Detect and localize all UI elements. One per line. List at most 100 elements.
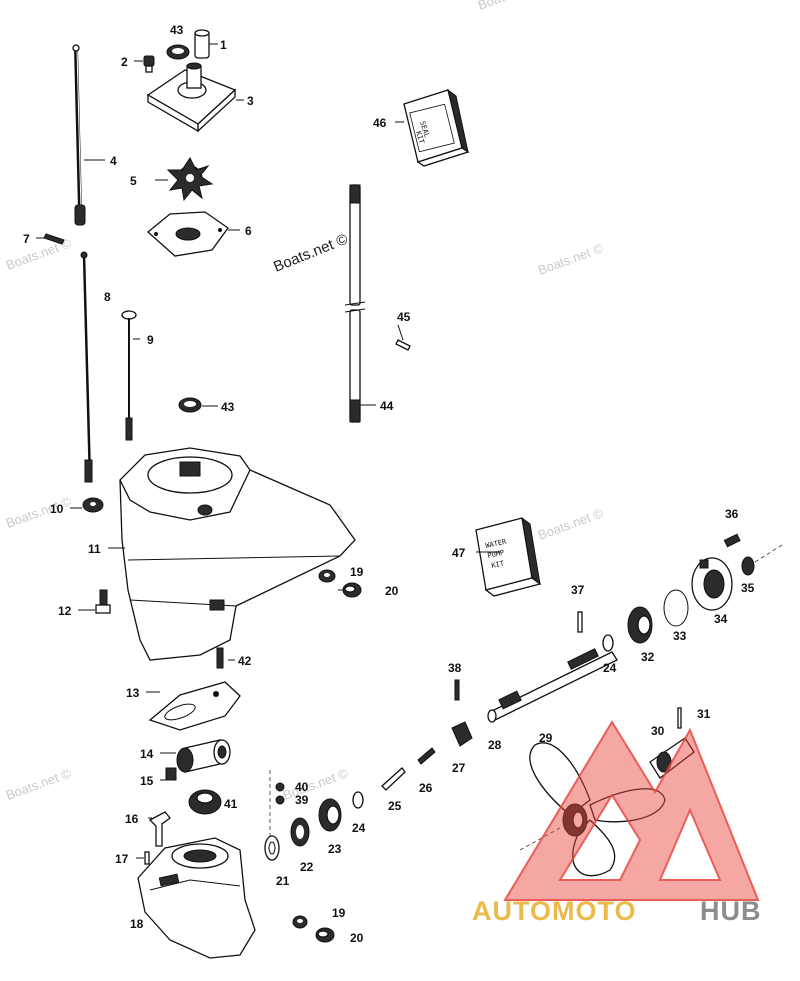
callout-5: 5 bbox=[130, 174, 137, 188]
callout-36: 36 bbox=[725, 507, 739, 521]
brand-text-part2: HUB bbox=[700, 896, 762, 926]
callout-23: 23 bbox=[328, 842, 342, 856]
callout-42: 42 bbox=[238, 654, 252, 668]
part-propeller bbox=[519, 742, 666, 877]
part-plug-20-bottom bbox=[315, 927, 335, 943]
callout-39: 39 bbox=[295, 793, 309, 807]
part-shift-rod bbox=[72, 44, 86, 226]
part-washer-21 bbox=[264, 835, 280, 861]
callout-43-top: 43 bbox=[170, 23, 184, 37]
part-oring-33 bbox=[663, 589, 689, 627]
callout-18: 18 bbox=[130, 917, 144, 931]
part-gear-23 bbox=[318, 798, 342, 832]
watermark: Boats.net © bbox=[476, 0, 546, 13]
part-pin-7 bbox=[43, 233, 65, 245]
callout-35: 35 bbox=[741, 581, 755, 595]
part-bearing-14 bbox=[176, 739, 231, 773]
part-stud-42 bbox=[216, 647, 224, 669]
part-pin-37 bbox=[577, 611, 583, 633]
part-clip-15 bbox=[165, 767, 177, 781]
callout-12: 12 bbox=[58, 604, 72, 618]
part-screw-36 bbox=[723, 533, 741, 548]
callout-32: 32 bbox=[641, 650, 655, 664]
callout-40: 40 bbox=[295, 780, 309, 794]
callout-11: 11 bbox=[88, 542, 101, 556]
part-seal-43-top bbox=[166, 44, 190, 60]
part-gear-41 bbox=[188, 789, 222, 815]
seal-kit-label-line2: KIT bbox=[414, 130, 426, 145]
callout-41: 41 bbox=[224, 797, 238, 811]
part-spring-26 bbox=[417, 747, 436, 765]
part-rod-9 bbox=[121, 310, 137, 441]
callout-34: 34 bbox=[714, 612, 728, 626]
part-lever-16 bbox=[148, 811, 171, 847]
callout-44: 44 bbox=[380, 399, 394, 413]
part-seal-35 bbox=[741, 544, 783, 576]
part-propshaft bbox=[487, 648, 618, 723]
callout-30: 30 bbox=[651, 724, 665, 738]
callout-31: 31 bbox=[697, 707, 711, 721]
part-clutch-27 bbox=[451, 721, 473, 747]
callout-7: 7 bbox=[23, 232, 30, 246]
part-screw-12 bbox=[95, 589, 111, 614]
part-plug-20-top bbox=[342, 582, 362, 598]
callout-15: 15 bbox=[140, 774, 154, 788]
callout-14: 14 bbox=[140, 747, 154, 761]
part-ring-24-upper bbox=[602, 634, 614, 652]
callout-29: 29 bbox=[539, 731, 553, 745]
brand-logo: AUTOMOTO HUB bbox=[472, 720, 762, 926]
part-washer-10 bbox=[82, 497, 104, 513]
part-impeller bbox=[166, 157, 214, 202]
callout-2: 2 bbox=[121, 55, 128, 69]
callouts: 1 2 3 43 4 5 6 7 8 9 43 10 11 12 13 14 1… bbox=[23, 23, 755, 945]
part-bearing-22 bbox=[290, 817, 310, 847]
part-washer-19-bottom bbox=[292, 915, 308, 929]
callout-22: 22 bbox=[300, 860, 314, 874]
callout-26: 26 bbox=[419, 781, 433, 795]
brand-text-part1: AUTOMOTO bbox=[472, 896, 637, 926]
callout-37: 37 bbox=[571, 583, 585, 597]
watermark: Boats.net © bbox=[536, 240, 606, 278]
callout-8: 8 bbox=[104, 290, 111, 304]
callout-45: 45 bbox=[397, 310, 411, 324]
part-screw-2 bbox=[143, 55, 155, 73]
part-water-tube bbox=[194, 29, 210, 59]
part-gear-32 bbox=[627, 606, 653, 644]
part-ring-24-lower bbox=[352, 791, 364, 809]
part-gearcase-upper bbox=[119, 447, 356, 661]
part-gasket-13 bbox=[148, 681, 241, 731]
callout-19-top: 19 bbox=[350, 565, 364, 579]
part-pin-25 bbox=[381, 767, 406, 791]
part-pin-45 bbox=[395, 339, 411, 351]
leader-lines bbox=[36, 43, 500, 859]
part-rod-8 bbox=[80, 251, 93, 483]
callout-9: 9 bbox=[147, 333, 154, 347]
callout-33: 33 bbox=[673, 629, 687, 643]
callout-3: 3 bbox=[247, 94, 254, 108]
callout-21: 21 bbox=[276, 874, 290, 888]
watermark-center: Boats.net © bbox=[271, 230, 350, 275]
callout-43-mid: 43 bbox=[221, 400, 235, 414]
callout-47: 47 bbox=[452, 546, 466, 560]
part-gearcase-lower bbox=[137, 837, 256, 959]
callout-28: 28 bbox=[488, 738, 502, 752]
callout-25: 25 bbox=[388, 799, 402, 813]
part-nut-30 bbox=[649, 737, 695, 779]
callout-20-top: 20 bbox=[385, 584, 399, 598]
seal-kit-box: SEAL KIT bbox=[403, 88, 470, 167]
logo-triangle-mark bbox=[503, 720, 760, 901]
watermark: Boats.net © bbox=[536, 505, 606, 543]
callout-13: 13 bbox=[126, 686, 140, 700]
part-pin-38 bbox=[454, 679, 460, 701]
part-pump-housing bbox=[146, 62, 237, 133]
watermark: Boats.net © bbox=[281, 765, 351, 803]
part-driveshaft bbox=[344, 184, 366, 423]
callout-46: 46 bbox=[373, 116, 387, 130]
watermark: Boats.net © bbox=[4, 765, 74, 803]
callout-38: 38 bbox=[448, 661, 462, 675]
water-pump-kit-box: WATER PUMP KIT bbox=[475, 516, 542, 597]
callout-17: 17 bbox=[115, 852, 129, 866]
callout-24-upper: 24 bbox=[603, 661, 617, 675]
watermarks: Boats.net © Boats.net © Boats.net © Boat… bbox=[4, 0, 606, 803]
